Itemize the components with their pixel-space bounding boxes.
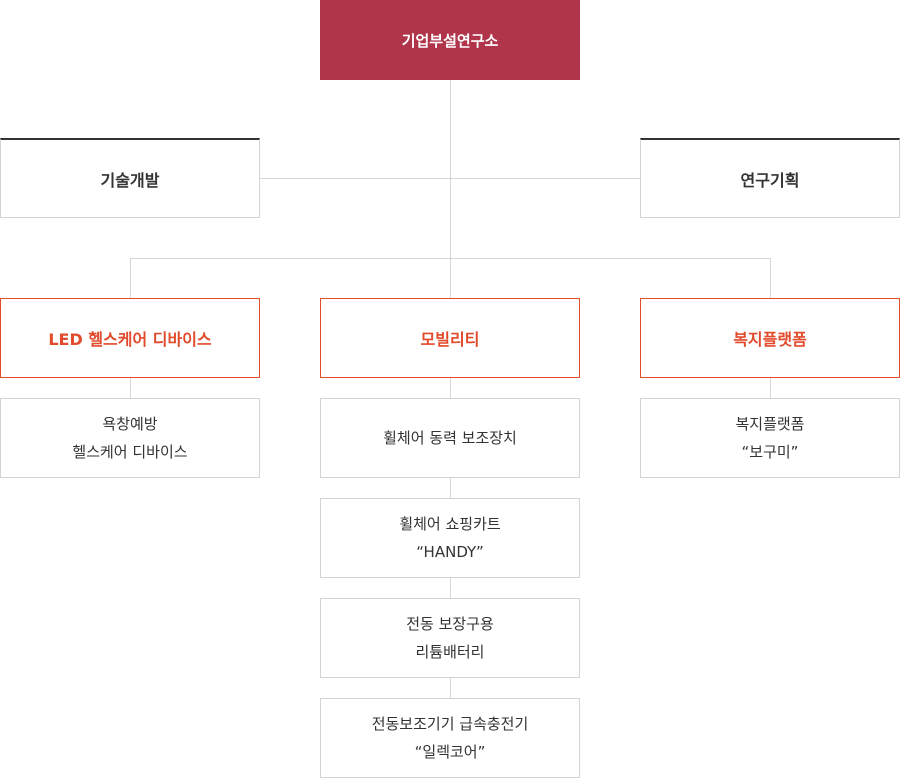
product-wheelchair-power-assist: 휠체어 동력 보조장치 <box>320 398 580 478</box>
product-lithium-battery: 전동 보장구용 리튬배터리 <box>320 598 580 678</box>
division-label: LED 헬스케어 디바이스 <box>48 330 212 349</box>
product-line: 복지플랫폼 <box>735 415 805 433</box>
product-line: 헬스케어 디바이스 <box>72 443 188 461</box>
department-label: 연구기획 <box>740 170 800 190</box>
connector-welfare-drop <box>770 258 771 298</box>
connector-divisions-horizontal <box>130 258 771 259</box>
department-label: 기술개발 <box>100 170 160 190</box>
org-root-research-institute: 기업부설연구소 <box>320 0 580 80</box>
product-line: “일렉코어” <box>414 743 486 761</box>
product-line: “보구미” <box>741 443 799 461</box>
product-line: 전동보조기기 급속충전기 <box>371 715 529 733</box>
connector-trunk <box>450 80 451 298</box>
division-welfare-platform: 복지플랫폼 <box>640 298 900 378</box>
product-fast-charger: 전동보조기기 급속충전기 “일렉코어” <box>320 698 580 778</box>
product-bogumi-platform: 복지플랫폼 “보구미” <box>640 398 900 478</box>
org-root-label: 기업부설연구소 <box>401 31 499 50</box>
product-pressure-ulcer-device: 욕창예방 헬스케어 디바이스 <box>0 398 260 478</box>
department-research-planning: 연구기획 <box>640 138 900 218</box>
product-line: 휠체어 동력 보조장치 <box>383 429 517 447</box>
connector-welfare-products <box>770 378 771 398</box>
product-line: 리튬배터리 <box>415 643 485 661</box>
product-line: “HANDY” <box>416 543 484 561</box>
connector-departments <box>260 178 640 179</box>
connector-led-products <box>130 378 131 398</box>
division-label: 모빌리티 <box>420 330 480 349</box>
product-line: 휠체어 쇼핑카트 <box>399 515 501 533</box>
department-tech-development: 기술개발 <box>0 138 260 218</box>
product-line: 욕창예방 <box>102 415 158 433</box>
connector-led-drop <box>130 258 131 298</box>
product-wheelchair-shopping-cart: 휠체어 쇼핑카트 “HANDY” <box>320 498 580 578</box>
product-line: 전동 보장구용 <box>406 615 494 633</box>
division-label: 복지플랫폼 <box>733 330 807 349</box>
division-mobility: 모빌리티 <box>320 298 580 378</box>
division-led-healthcare: LED 헬스케어 디바이스 <box>0 298 260 378</box>
